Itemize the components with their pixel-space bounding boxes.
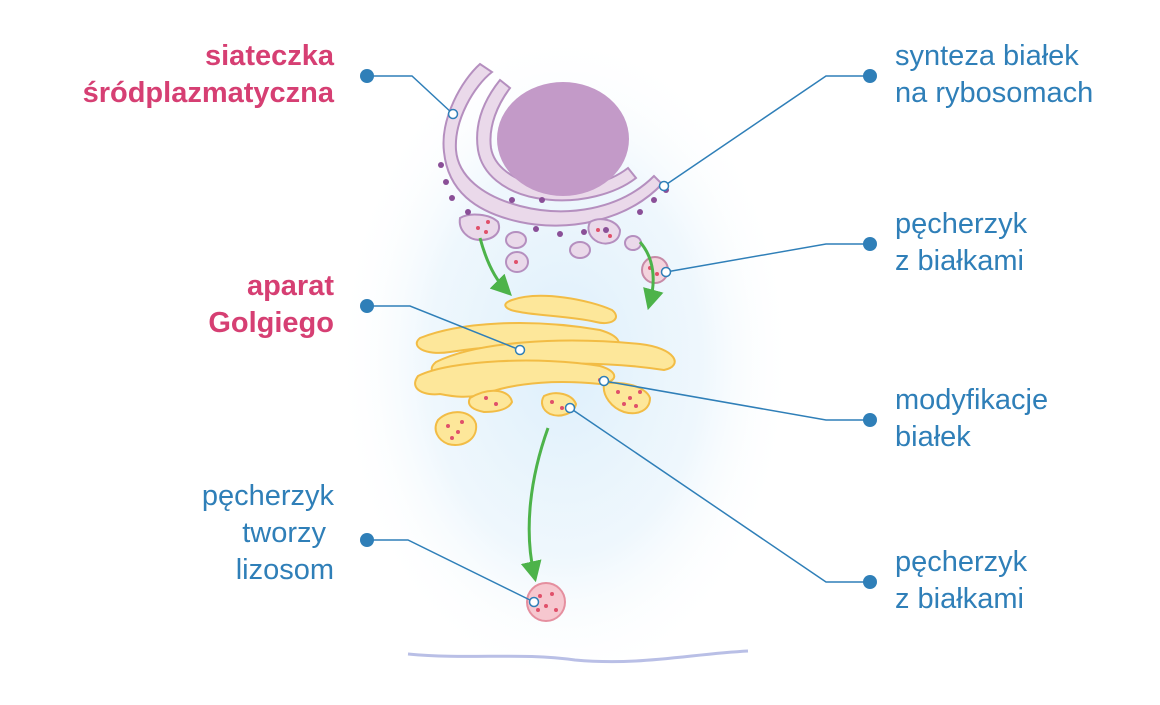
label-lysosome-line2: tworzy bbox=[242, 517, 326, 549]
lysosome bbox=[526, 582, 566, 622]
vesicle-with-proteins-top bbox=[641, 256, 669, 284]
label-golgi-line2: Golgiego bbox=[208, 307, 334, 339]
er-protein-dots bbox=[476, 220, 612, 264]
transport-arrows bbox=[478, 237, 664, 583]
ribosomes bbox=[438, 162, 669, 237]
leader-target-markers bbox=[447, 108, 672, 608]
label-lysosome-line3: lizosom bbox=[235, 554, 334, 586]
arrow-er-to-golgi bbox=[478, 237, 512, 296]
label-lysosome-line1: pęcherzyk bbox=[201, 480, 334, 512]
label-lysosome-forming-vesicle: pęcherzyk tworzy lizosom bbox=[202, 478, 334, 589]
nucleus bbox=[497, 82, 629, 196]
label-vesicle-with-proteins-bottom: pęcherzyk z białkami bbox=[895, 544, 1027, 618]
golgi-apparatus bbox=[414, 294, 676, 446]
label-vesicle-with-proteins-top: pęcherzyk z białkami bbox=[895, 206, 1027, 280]
label-golgi-line1: aparat bbox=[246, 270, 334, 302]
label-vesicle-bottom-line2: z białkami bbox=[895, 583, 1024, 615]
label-modification-line1: modyfikacje bbox=[895, 384, 1049, 416]
label-vesicle-top-line1: pęcherzyk bbox=[895, 208, 1028, 240]
arrow-vesicle-to-golgi bbox=[638, 241, 664, 311]
label-synthesis-line2: na rybosomach bbox=[895, 77, 1094, 109]
golgi-protein-dots bbox=[446, 378, 642, 440]
cell-membrane bbox=[407, 649, 749, 664]
label-vesicle-bottom-line1: pęcherzyk bbox=[895, 546, 1028, 578]
label-synthesis-line1: synteza białek bbox=[895, 40, 1079, 72]
label-ribosome-synthesis: synteza białek na rybosomach bbox=[895, 38, 1093, 112]
label-endoplasmic-reticulum: siateczka śródplazmatyczna bbox=[83, 38, 334, 112]
arrow-golgi-to-lysosome bbox=[520, 427, 550, 583]
label-er-line2: śródplazmatyczna bbox=[82, 77, 334, 109]
leader-lines bbox=[367, 75, 870, 603]
leader-label-dots bbox=[360, 69, 877, 589]
label-vesicle-top-line2: z białkami bbox=[895, 245, 1024, 277]
label-modification-line2: białek bbox=[895, 421, 971, 453]
label-protein-modification: modyfikacje białek bbox=[895, 382, 1048, 456]
label-golgi-apparatus: aparat Golgiego bbox=[208, 268, 334, 342]
label-er-line1: siateczka bbox=[205, 40, 334, 72]
